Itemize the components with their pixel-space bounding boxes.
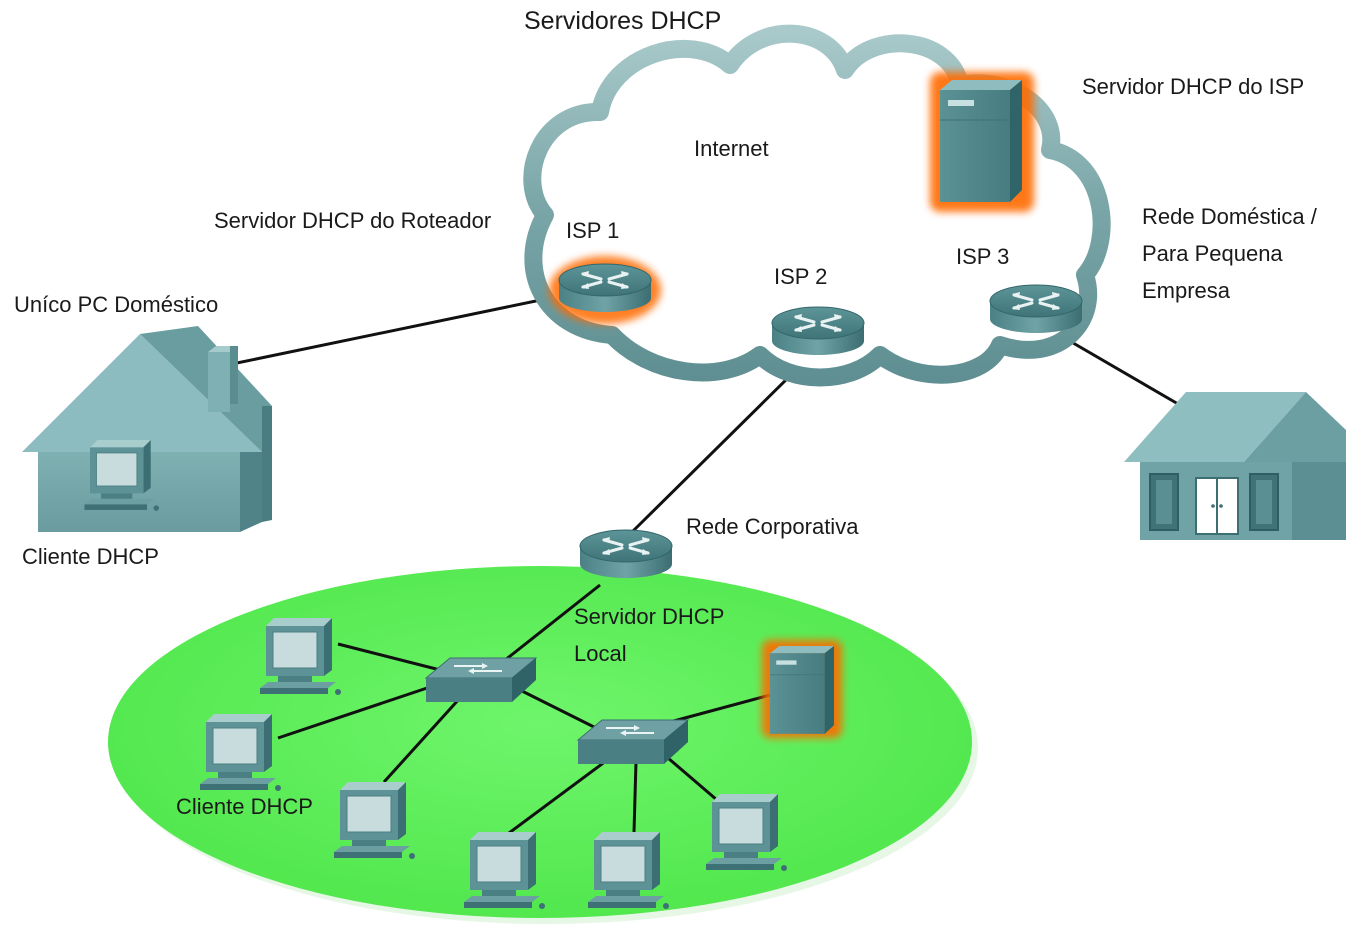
lan-dhcp-client-label: Cliente DHCP xyxy=(176,794,313,819)
router-corporate xyxy=(578,528,674,580)
office-building-icon xyxy=(1124,392,1346,540)
router-isp3 xyxy=(988,283,1084,335)
local-dhcp-server-label: Servidor DHCP Local xyxy=(574,604,725,666)
house-icon xyxy=(22,326,272,532)
diagram-title: Servidores DHCP xyxy=(524,7,722,35)
link-switch2-pc6 xyxy=(667,756,725,808)
single-home-pc-label: Uníco PC Doméstico xyxy=(14,292,219,317)
link-switch2-pc4 xyxy=(504,756,611,838)
lan-pc-5 xyxy=(587,831,670,910)
link-switch2-server xyxy=(669,693,771,724)
isp-dhcp-server-label: Servidor DHCP do ISP xyxy=(1082,74,1305,99)
lan-pc-1 xyxy=(259,617,342,696)
corporate-network-label: Rede Corporativa xyxy=(686,514,859,539)
lan-pc-3 xyxy=(333,781,416,860)
router-isp1 xyxy=(549,256,661,324)
internet-label: Internet xyxy=(694,136,769,161)
lan-pc-2 xyxy=(199,713,282,792)
router-dhcp-server-label: Servidor DHCP do Roteador xyxy=(214,208,492,233)
link-home-isp1 xyxy=(231,294,561,366)
isp-dhcp-server xyxy=(930,72,1034,212)
isp1-label: ISP 1 xyxy=(566,218,620,243)
lan-pc-4 xyxy=(463,831,546,910)
home-small-business-label: Rede Doméstica / Para Pequena Empresa xyxy=(1142,204,1317,303)
link-isp2-corporate xyxy=(628,366,800,536)
local-dhcp-server xyxy=(762,640,842,738)
isp2-label: ISP 2 xyxy=(774,264,828,289)
link-switch1-pc3 xyxy=(382,696,462,784)
network-links xyxy=(231,294,1186,536)
link-switch1-pc2 xyxy=(277,680,446,740)
home-dhcp-client-label: Cliente DHCP xyxy=(22,544,159,569)
link-switch2-pc5 xyxy=(632,761,638,833)
lan-pc-6 xyxy=(705,793,788,872)
isp3-label: ISP 3 xyxy=(956,244,1010,269)
router-isp2 xyxy=(770,305,866,357)
link-isp3-office xyxy=(1067,338,1186,410)
link-switch1-pc1 xyxy=(337,642,449,674)
link-router-switch1 xyxy=(489,583,601,674)
